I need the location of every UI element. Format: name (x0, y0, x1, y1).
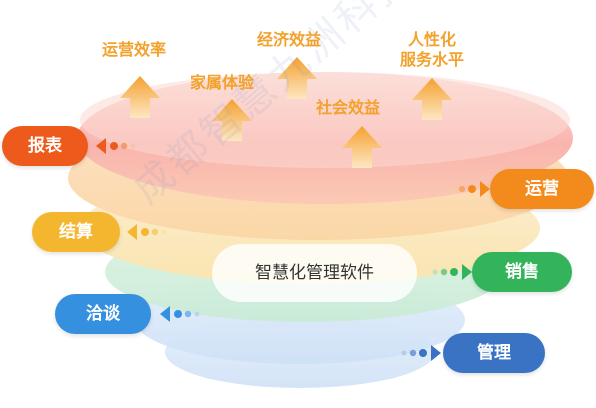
connector-arrow-right-icon (432, 264, 472, 280)
arrow-up-icon (212, 99, 252, 141)
connector-arrow-right-icon (450, 181, 490, 197)
benefit-label-operation-efficiency: 运营效率 (102, 40, 167, 59)
pill-management: 管理 (443, 333, 545, 373)
connector-arrow-right-icon (401, 345, 441, 361)
connector-arrow-left-icon (127, 224, 167, 240)
benefit-label-economic-benefit: 经济效益 (257, 30, 322, 49)
connector-arrow-left-icon (96, 138, 136, 154)
benefit-label-humanized: 人性化 服务水平 (390, 30, 474, 70)
funnel-rim (80, 72, 570, 168)
arrow-up-icon (412, 78, 452, 120)
benefit-label-social-benefit: 社会效益 (316, 98, 381, 117)
benefit-label-family-experience: 家属体验 (190, 73, 255, 92)
pill-settlement: 结算 (32, 212, 120, 252)
connector-arrow-left-icon (160, 306, 200, 322)
benefit-label-humanized-line1: 人性化 (407, 30, 456, 49)
pill-sales: 销售 (472, 252, 572, 292)
benefit-label-humanized-line2: 服务水平 (399, 50, 464, 69)
arrow-up-icon (342, 126, 382, 168)
pill-negotiation: 洽谈 (55, 294, 151, 334)
arrow-up-icon (120, 76, 160, 118)
pill-operation: 运营 (490, 169, 594, 209)
arrow-up-icon (277, 57, 317, 99)
center-label: 智慧化管理软件 (212, 244, 417, 302)
pill-report: 报表 (2, 126, 88, 166)
